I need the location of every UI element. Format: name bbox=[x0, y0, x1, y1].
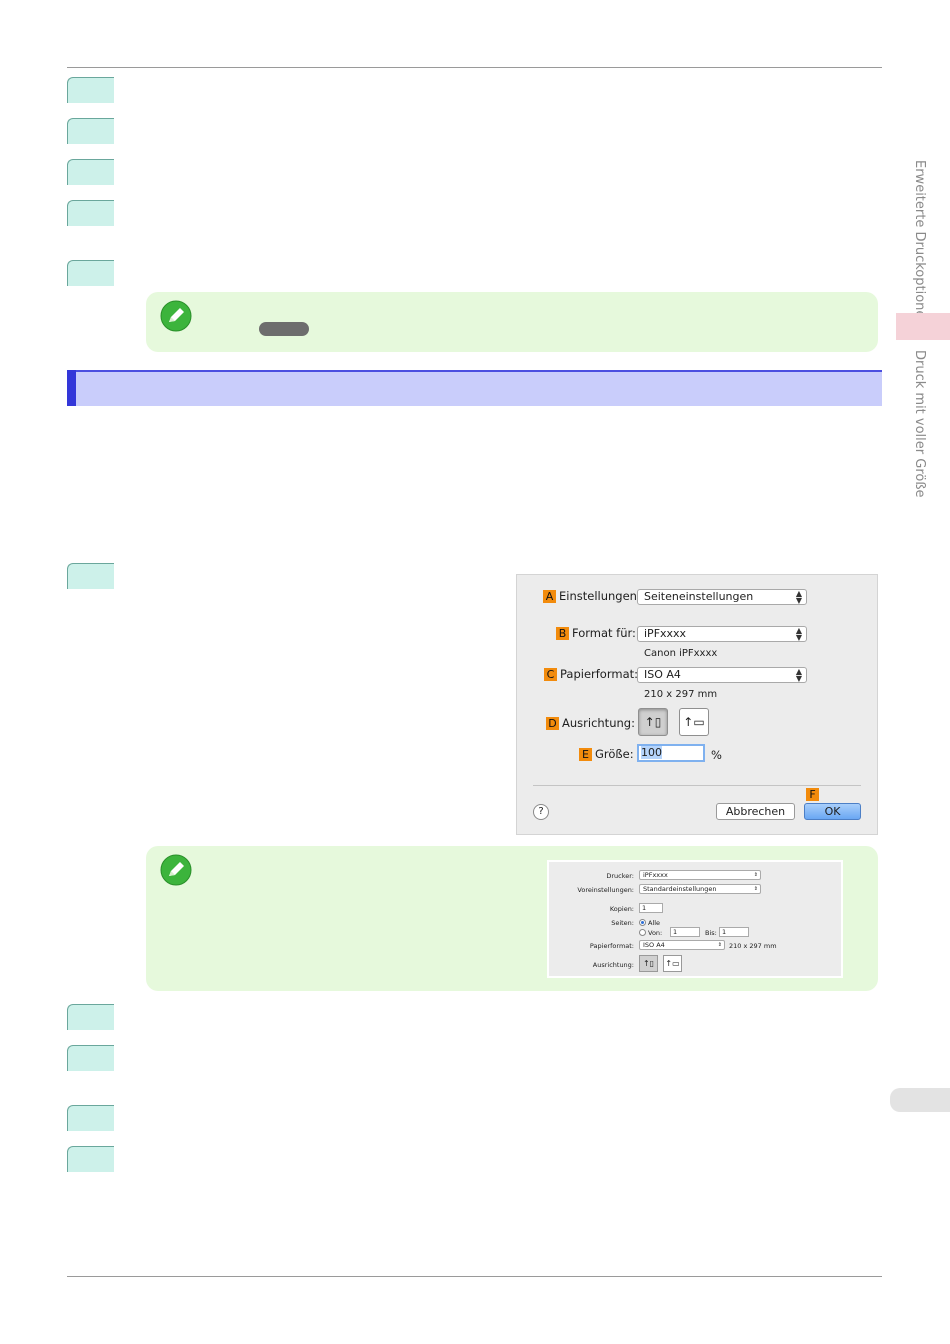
paper-format-row: C Papierformat: bbox=[544, 667, 638, 681]
mini-copies-input[interactable]: 1 bbox=[639, 903, 663, 913]
print-dialog-screenshot: Drucker: iPFxxxx ⇕ Voreinstellungen: Stan… bbox=[547, 860, 843, 978]
note-pencil-icon bbox=[160, 854, 192, 886]
popup-arrows-icon: ▲▼ bbox=[795, 626, 802, 642]
popup-arrows-icon: ▲▼ bbox=[795, 589, 802, 605]
format-for-subtext: Canon iPFxxxx bbox=[644, 648, 718, 659]
popup-arrows-icon: ⇕ bbox=[753, 872, 758, 878]
scale-value: 100 bbox=[641, 746, 662, 759]
paper-format-value: ISO A4 bbox=[644, 668, 681, 681]
mini-printer-popup[interactable]: iPFxxxx ⇕ bbox=[639, 870, 761, 880]
landscape-icon: ↑▭ bbox=[665, 959, 680, 968]
settings-value: Seiteneinstellungen bbox=[644, 590, 754, 603]
popup-arrows-icon: ⇕ bbox=[717, 942, 722, 948]
mini-from-input[interactable]: 1 bbox=[670, 927, 700, 937]
mini-landscape-button[interactable]: ↑▭ bbox=[663, 955, 682, 972]
scale-label: Größe: bbox=[595, 747, 634, 761]
mini-pages-from-radio[interactable] bbox=[639, 929, 646, 936]
popup-arrows-icon: ▲▼ bbox=[795, 667, 802, 683]
mini-pages-to-label: Bis: bbox=[705, 929, 717, 937]
mini-printer-value: iPFxxxx bbox=[643, 871, 668, 879]
mini-pages-label: Seiten: bbox=[611, 919, 634, 927]
scale-input[interactable]: 100 bbox=[637, 744, 705, 762]
step-marker bbox=[67, 200, 114, 226]
mini-orient-label: Ausrichtung: bbox=[592, 961, 634, 969]
mini-pages-all-label: Alle bbox=[648, 919, 661, 927]
section-heading-accent bbox=[67, 370, 76, 406]
mini-paper-size: 210 x 297 mm bbox=[729, 942, 777, 950]
side-tab-current[interactable] bbox=[896, 313, 950, 340]
step-marker bbox=[67, 118, 114, 144]
landscape-icon: ↑▭ bbox=[683, 715, 705, 729]
note-box: Drucker: iPFxxxx ⇕ Voreinstellungen: Stan… bbox=[146, 846, 878, 991]
header-rule bbox=[67, 67, 882, 68]
dialog-separator bbox=[533, 785, 861, 786]
format-for-row: B Format für: bbox=[556, 626, 636, 640]
paper-format-popup[interactable]: ISO A4 ▲▼ bbox=[637, 667, 807, 683]
settings-popup[interactable]: Seiteneinstellungen ▲▼ bbox=[637, 589, 807, 605]
step-marker bbox=[67, 1105, 114, 1131]
orientation-row: D Ausrichtung: bbox=[546, 716, 635, 730]
mini-pages-all-radio[interactable] bbox=[639, 919, 646, 926]
key-button-graphic bbox=[259, 322, 309, 336]
popup-arrows-icon: ⇕ bbox=[753, 886, 758, 892]
callout-badge: B bbox=[556, 626, 569, 640]
step-marker bbox=[67, 159, 114, 185]
section-heading-bar bbox=[67, 370, 882, 406]
portrait-icon: ↑▯ bbox=[644, 715, 662, 729]
callout-badge: A bbox=[543, 589, 556, 603]
side-section-label[interactable]: Druck mit voller Größe bbox=[912, 350, 927, 498]
portrait-icon: ↑▯ bbox=[642, 959, 655, 968]
paper-size-subtext: 210 x 297 mm bbox=[644, 689, 718, 700]
page-setup-dialog: A Einstellungen: Seiteneinstellungen ▲▼ … bbox=[516, 574, 878, 835]
callout-badge: D bbox=[546, 716, 559, 730]
step-marker bbox=[67, 563, 114, 589]
mini-copies-label: Kopien: bbox=[609, 905, 634, 913]
ok-button[interactable]: OK bbox=[804, 803, 861, 820]
callout-badge: E bbox=[579, 747, 592, 761]
portrait-orientation-button[interactable]: ↑▯ bbox=[638, 708, 668, 736]
side-index-tab[interactable] bbox=[890, 1088, 950, 1112]
mini-presets-value: Standardeinstellungen bbox=[643, 885, 717, 893]
help-button[interactable]: ? bbox=[533, 804, 549, 820]
orientation-label: Ausrichtung: bbox=[562, 716, 635, 730]
side-chapter-label[interactable]: Erweiterte Druckoptionen bbox=[912, 160, 927, 327]
footer-rule bbox=[67, 1276, 882, 1277]
callout-badge: C bbox=[544, 667, 557, 681]
mini-paper-label: Papierformat: bbox=[589, 942, 634, 950]
percent-unit: % bbox=[711, 748, 722, 762]
format-for-popup[interactable]: iPFxxxx ▲▼ bbox=[637, 626, 807, 642]
settings-row: A Einstellungen: bbox=[543, 589, 641, 603]
scale-row: E Größe: bbox=[579, 747, 634, 761]
mini-pages-from-label: Von: bbox=[648, 929, 663, 937]
settings-label: Einstellungen: bbox=[559, 589, 641, 603]
mini-paper-value: ISO A4 bbox=[643, 941, 665, 949]
note-box bbox=[146, 292, 878, 352]
mini-paper-popup[interactable]: ISO A4 ⇕ bbox=[639, 940, 725, 950]
paper-format-label: Papierformat: bbox=[560, 667, 639, 681]
step-marker bbox=[67, 1004, 114, 1030]
callout-badge: F bbox=[806, 788, 819, 801]
format-for-label: Format für: bbox=[572, 626, 636, 640]
mini-portrait-button[interactable]: ↑▯ bbox=[639, 955, 658, 972]
mini-to-input[interactable]: 1 bbox=[719, 927, 749, 937]
mini-presets-label: Voreinstellungen: bbox=[577, 886, 634, 894]
step-marker bbox=[67, 260, 114, 286]
mini-printer-label: Drucker: bbox=[606, 872, 634, 880]
note-pencil-icon bbox=[160, 300, 192, 332]
step-marker bbox=[67, 77, 114, 103]
landscape-orientation-button[interactable]: ↑▭ bbox=[679, 708, 709, 736]
step-marker bbox=[67, 1045, 114, 1071]
step-marker bbox=[67, 1146, 114, 1172]
format-for-value: iPFxxxx bbox=[644, 627, 687, 640]
mini-presets-popup[interactable]: Standardeinstellungen ⇕ bbox=[639, 884, 761, 894]
cancel-button[interactable]: Abbrechen bbox=[716, 803, 795, 820]
